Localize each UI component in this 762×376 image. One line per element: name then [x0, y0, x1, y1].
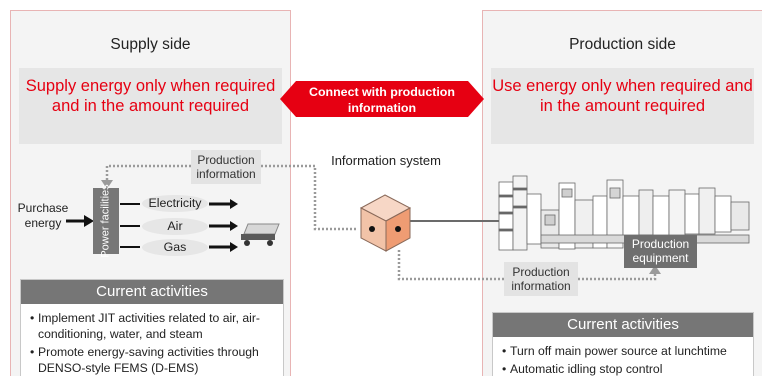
production-info-connector	[397, 250, 657, 281]
connect-arrow-label-wrap: Connect with production information	[280, 81, 484, 117]
supply-panel: Supply side Supply energy only when requ…	[10, 10, 291, 376]
supply-title: Supply side	[110, 36, 191, 53]
cube-port-right	[395, 226, 401, 232]
energy-arrows	[120, 199, 238, 252]
production-equipment-label: Production equipment	[624, 235, 697, 268]
production-current-activities: Current activities Turn off main power s…	[492, 312, 754, 376]
production-title: Production side	[569, 36, 676, 53]
supply-info-connector	[105, 164, 356, 231]
supply-activity-item: Promote energy-saving activities through…	[30, 344, 275, 376]
production-info-tag-top: Production information	[191, 150, 261, 184]
energy-air: Air	[142, 218, 208, 235]
cart-icon	[241, 223, 280, 246]
supply-current-header: Current activities	[21, 280, 283, 304]
connect-label: Connect with production information	[309, 85, 455, 115]
energy-gas: Gas	[142, 239, 208, 256]
production-activity-list: Turn off main power source at lunchtime …	[493, 337, 753, 376]
supply-current-activities: Current activities Implement JIT activit…	[20, 279, 284, 376]
supply-activity-item: Implement JIT activities related to air,…	[30, 310, 275, 342]
power-facilities-label: Power facilities	[99, 184, 112, 258]
info-system-label: Information system	[331, 153, 441, 168]
production-activity-item: Automatic idling stop control	[502, 361, 745, 376]
supply-goal: Supply energy only when required and in …	[19, 68, 282, 144]
info-system-cube	[359, 194, 412, 252]
supply-info-arrowhead	[101, 180, 113, 189]
supply-activity-list: Implement JIT activities related to air,…	[21, 304, 283, 376]
cube-port-left	[369, 226, 375, 232]
purchase-energy-label: Purchase energy	[17, 201, 69, 230]
production-info-tag-bottom: Production information	[504, 262, 578, 296]
energy-electricity: Electricity	[142, 195, 208, 212]
production-goal: Use energy only when required and in the…	[491, 68, 754, 144]
production-info-arrowhead	[649, 265, 661, 274]
connect-arrow	[280, 81, 484, 117]
production-activity-item: Turn off main power source at lunchtime	[502, 343, 745, 359]
production-current-header: Current activities	[493, 313, 753, 337]
purchase-arrowhead	[84, 215, 94, 227]
power-facilities-box: Power facilities	[93, 184, 119, 258]
